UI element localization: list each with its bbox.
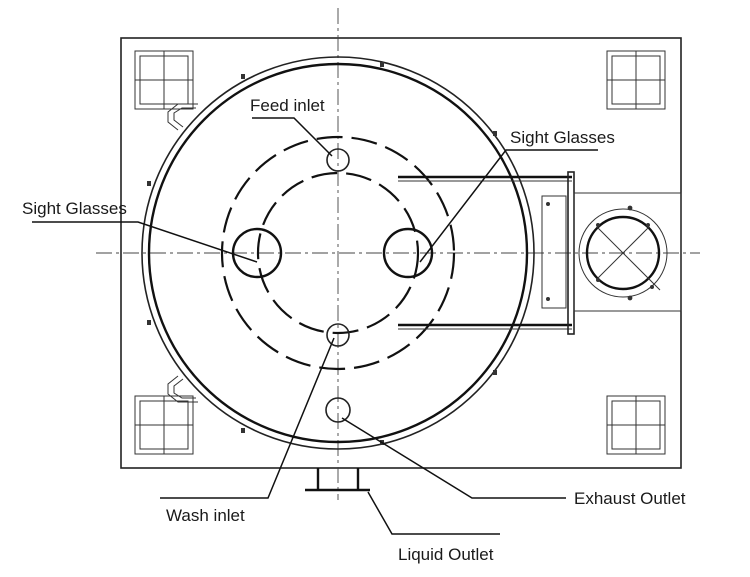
mounting-pad-bottom-left [134, 395, 194, 455]
leader-sight-glasses-right [419, 149, 598, 263]
sight-glass-right [382, 227, 434, 279]
mounting-pad-bottom-right [606, 395, 666, 455]
wash-inlet-nozzle [326, 323, 350, 347]
label-feed-inlet: Feed inlet [250, 96, 325, 115]
handle-bottom-left [167, 375, 198, 403]
label-sight-glasses-right: Sight Glasses [510, 128, 615, 147]
dashed-outer-circle [220, 135, 456, 371]
vessel-bolt-dots [147, 62, 497, 445]
feed-inlet-nozzle [326, 148, 350, 172]
dashed-inner-circle [256, 171, 420, 335]
label-exhaust-outlet: Exhaust Outlet [574, 489, 686, 508]
vessel-inner-ring [147, 62, 529, 444]
leader-wash-inlet [160, 337, 335, 499]
label-liquid-outlet: Liquid Outlet [398, 545, 494, 564]
mounting-pad-top-left [134, 50, 194, 110]
handle-bottom-left-inner [173, 378, 196, 399]
liquid-outlet-pipe [305, 468, 370, 492]
leader-exhaust-outlet [341, 417, 566, 499]
side-duct-assembly [398, 171, 682, 335]
label-wash-inlet: Wash inlet [166, 506, 245, 525]
label-sight-glasses-left: Sight Glasses [22, 199, 127, 218]
leader-liquid-outlet [367, 491, 500, 535]
exhaust-outlet-nozzle [325, 397, 351, 423]
leader-feed-inlet [252, 117, 333, 157]
leader-sight-glasses-left [32, 221, 258, 263]
side-flange [546, 202, 668, 301]
sight-glass-left [231, 227, 283, 279]
handle-top-left-inner [173, 107, 196, 128]
vessel-outer-ring [141, 56, 535, 450]
mounting-pad-top-right [606, 50, 666, 110]
